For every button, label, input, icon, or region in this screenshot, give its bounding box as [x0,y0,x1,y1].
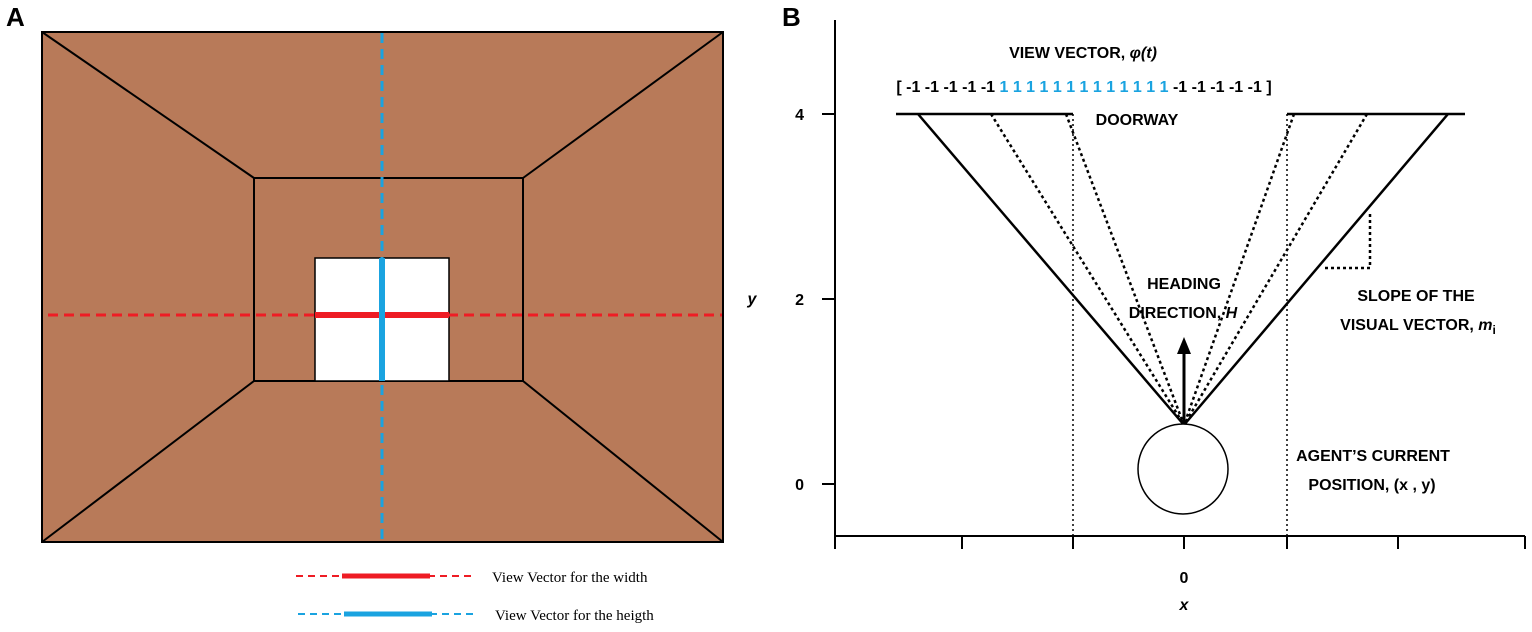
slope-subscript: i [1493,323,1496,337]
view-vector-element: 1 [1008,79,1021,96]
view-vector-element: -1 [1225,79,1244,96]
view-vector-element: -1 [906,79,920,96]
view-vector-element: 1 [1075,79,1088,96]
view-vector-element: -1 [1187,79,1206,96]
view-vector-row: [ -1 -1 -1 -1 -1 1 1 1 1 1 1 1 1 1 1 1 1… [896,79,1271,96]
x-axis-title: x [1179,597,1190,614]
view-vector-text: [ -1 -1 -1 -1 -1 1 1 1 1 1 1 1 1 1 1 1 1… [896,79,1271,96]
legend-height-label: View Vector for the heigth [495,608,654,624]
slope-label-text: VISUAL VECTOR, [1340,317,1478,334]
view-vector-element: 1 [1142,79,1155,96]
view-vector-title: VIEW VECTOR, φ(t) [1009,45,1157,62]
view-vector-element: -1 [1169,79,1188,96]
view-vector-element: -1 [1243,79,1262,96]
visual-vector-ray [1064,113,1186,426]
view-vector-title-text: VIEW VECTOR, φ(t) [1009,45,1157,62]
view-vector-element: -1 [939,79,958,96]
field-of-view-right-boundary [1183,113,1449,426]
view-vector-element: 1 [1088,79,1101,96]
view-vector-element: -1 [920,79,939,96]
view-vector-element: 1 [1155,79,1168,96]
y-tick-label-4: 4 [795,107,804,124]
heading-label-line1: HEADING [1147,276,1221,293]
view-vector-element: 1 [1048,79,1061,96]
view-vector-element: 1 [1022,79,1035,96]
agent-circle [1137,423,1229,515]
legend-item-width: View Vector for the width [296,570,648,586]
room-corner-edge-br [522,380,724,543]
slope-indicator [1323,214,1372,270]
heading-label-line2: DIRECTION, H [1129,305,1238,322]
legend: View Vector for the width View Vector fo… [296,570,654,624]
panel-b-label: B [782,2,801,32]
room-corner-edge-tr [522,31,724,179]
view-vector-element: 1 [1062,79,1075,96]
view-vector-element: 1 [1128,79,1141,96]
slope-label-line2: VISUAL VECTOR, mi [1340,317,1496,337]
slope-label-line1: SLOPE OF THE [1357,288,1475,305]
view-vector-element: 1 [1035,79,1048,96]
panel-a-label: A [6,2,25,32]
y-tick-label-0: 0 [795,477,804,494]
visual-vector-ray [1182,113,1369,426]
view-vector-element: 1 [995,79,1008,96]
heading-symbol: H [1226,305,1238,322]
view-vector-symbol: φ(t) [1130,45,1157,62]
view-vector-open-bracket: [ [896,79,902,96]
view-vector-element: -1 [1206,79,1225,96]
heading-arrow-head [1177,337,1191,354]
view-vector-title-label: VIEW VECTOR, [1009,45,1130,62]
y-tick-label-2: 2 [795,292,804,309]
plot-area: 4 2 0 y 0 x DOORWAY HEADING [747,20,1526,614]
legend-width-label: View Vector for the width [492,570,648,586]
agent-label-line2: POSITION, (x , y) [1308,477,1435,494]
room-corner-edge-tl [41,31,255,179]
view-vector-element: 1 [1115,79,1128,96]
doorway-label: DOORWAY [1096,112,1179,129]
x-axis-ticks [834,536,1526,549]
heading-label-text: DIRECTION, [1129,305,1226,322]
view-vector-element: -1 [976,79,995,96]
agent-label-line1: AGENT’S CURRENT [1296,448,1450,465]
x-tick-label-0: 0 [1180,570,1189,587]
y-axis-title: y [747,291,758,308]
legend-item-height: View Vector for the heigth [298,608,654,624]
visual-vector-ray [989,113,1186,426]
slope-symbol: m [1478,317,1492,334]
visual-vector-ray [1182,113,1296,426]
room-corner-edge-bl [41,380,255,543]
view-vector-element: 1 [1102,79,1115,96]
room-perspective-diagram [41,31,724,543]
view-vector-close-bracket: ] [1262,79,1272,96]
field-of-view-left-boundary [917,113,1185,426]
view-vector-element: -1 [958,79,977,96]
